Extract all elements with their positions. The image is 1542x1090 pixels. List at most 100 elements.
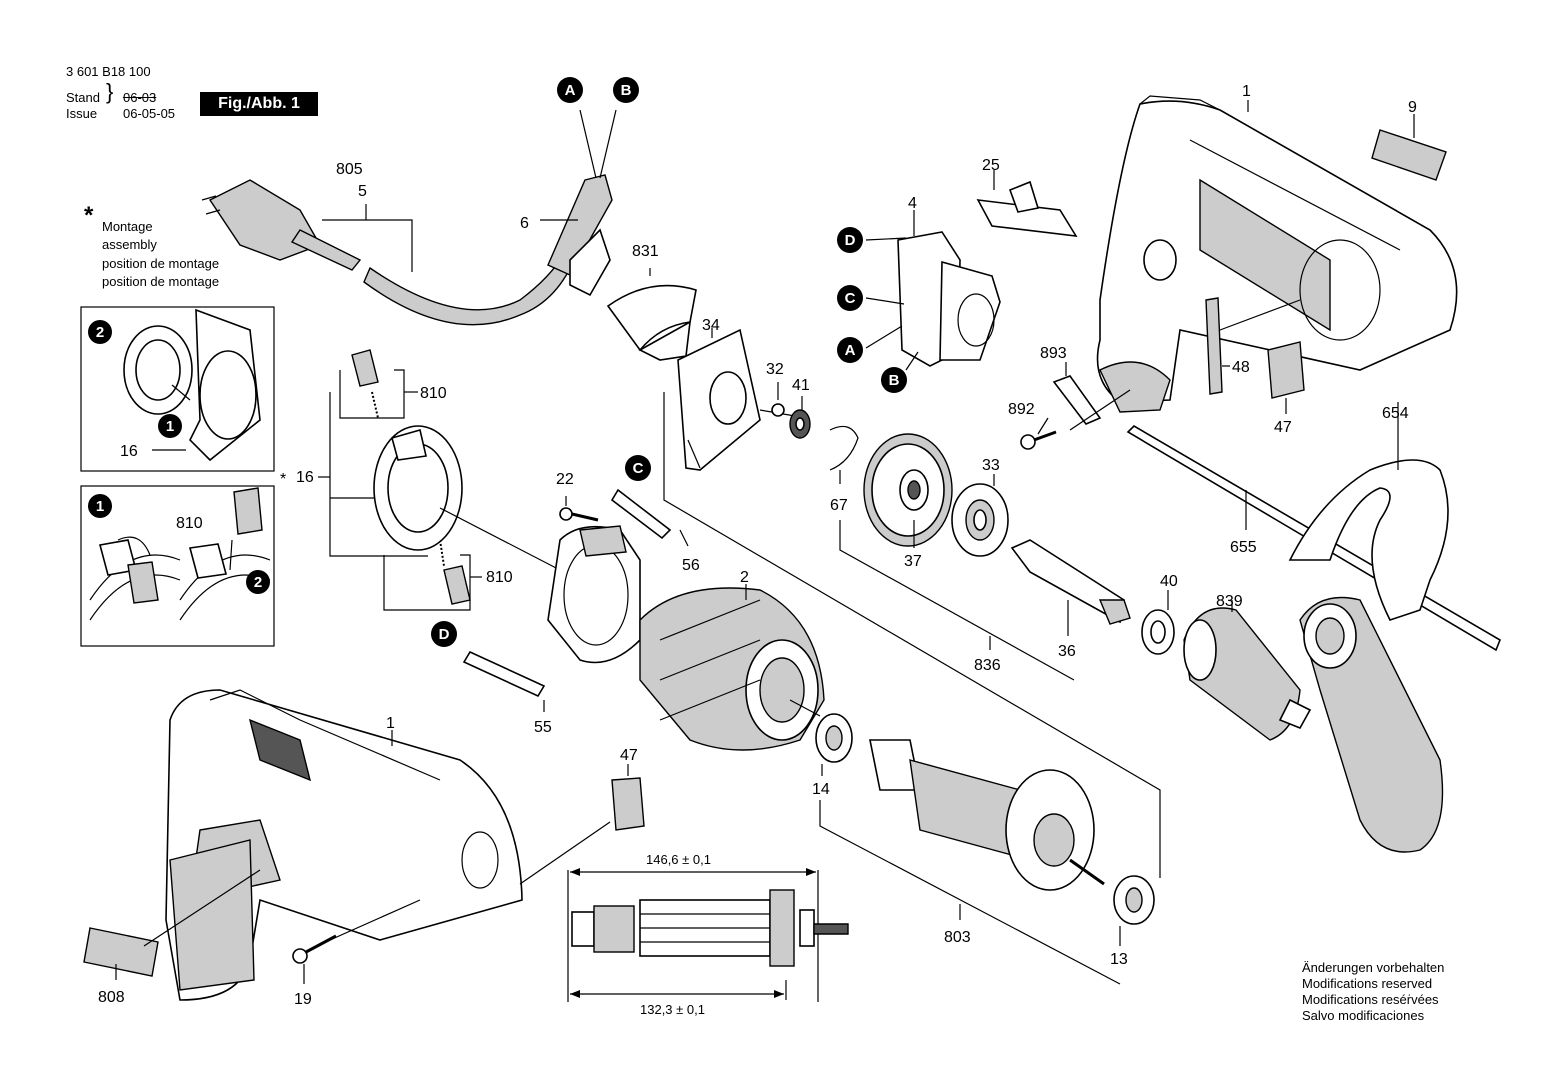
housing-half-1b-drawing [165,689,523,1001]
label-810-b: 810 [486,569,513,586]
stand-value: 06-03 [123,90,157,105]
label-836: 836 [974,657,1001,674]
label-47-top: 47 [1274,419,1292,436]
part-number: 3 601 B18 100 [66,64,151,79]
label-14: 14 [812,781,830,798]
callout-1-inset1: 1 [158,414,182,438]
svg-text:A: A [845,342,856,359]
label-1-bottom: 1 [386,715,395,732]
callout-2-inset2: 2 [246,570,270,594]
label-16-inset: 16 [120,443,138,460]
label-2: 2 [740,569,749,586]
label-41: 41 [792,377,810,394]
stand-label: Stand [66,90,100,105]
label-48: 48 [1232,359,1250,376]
svg-text:2: 2 [254,574,262,591]
lever-893-drawing [1052,375,1102,425]
needle-bearing-41-drawing [789,409,811,439]
armature-803-drawing [869,739,1105,891]
side-handle-654-drawing [1126,424,1501,853]
svg-text:C: C [845,290,856,307]
callout-c-switch: C [837,285,863,311]
modifications-en: Modifications reserved [1302,976,1433,991]
label-654: 654 [1382,405,1409,422]
bearing-13-drawing [1113,875,1155,925]
power-cord-drawing [201,109,617,326]
armature-dimension-drawing [567,868,849,1002]
issue-value: 06-05-05 [123,106,176,121]
housing-half-1-drawing [1096,95,1458,413]
screw-892-drawing [1020,430,1057,450]
label-5: 5 [358,183,367,200]
legend-line-1: Montage [102,219,153,234]
legend-line-3: position de montage [102,256,220,271]
issue-label: Issue [66,106,98,121]
label-37: 37 [904,553,922,570]
svg-text:1: 1 [166,418,174,435]
ring-32-drawing [771,403,785,417]
pad-47b-drawing [611,777,645,831]
label-805: 805 [336,161,363,178]
callout-2-inset1: 2 [88,320,112,344]
label-25: 25 [982,157,1000,174]
label-33: 33 [982,457,1000,474]
bearing-33-drawing [951,483,1009,557]
label-16-star: * [280,471,286,488]
label-16: 16 [296,469,314,486]
screw-19-drawing [292,934,337,964]
label-808: 808 [98,989,125,1006]
terminal-55-drawing [462,650,546,698]
legend-line-2: assembly [102,237,157,252]
callout-b-top: B [613,77,639,103]
callout-a-top: A [557,77,583,103]
gear-37-drawing [863,433,953,547]
svg-text:D: D [845,232,856,249]
brush-frame-drawing [547,525,641,664]
label-4: 4 [908,195,917,212]
label-34: 34 [702,317,720,334]
label-808-drawing [83,927,159,977]
svg-text:D: D [439,626,450,643]
inset-box-brush [80,485,275,647]
label-19: 19 [294,991,312,1008]
callout-b-switch: B [881,367,907,393]
svg-text:B: B [621,82,632,99]
inset-brush-drawing [89,487,271,621]
circlip-67-drawing [829,425,859,471]
brace-icon: } [106,79,114,104]
modifications-fr: Modifications reséṙvées [1302,992,1439,1007]
pad-47-drawing [1267,341,1305,399]
carbon-brushes-drawing [351,349,471,605]
cover-831-drawing [606,284,697,361]
callout-c-terminal: C [625,455,651,481]
svg-text:2: 2 [96,324,104,341]
legend-line-4: position de montage [102,274,220,289]
label-831: 831 [632,243,659,260]
chuck-839-drawing [1183,607,1312,741]
dimension-top: 146,6 ± 0,1 [646,852,711,867]
label-9: 9 [1408,99,1417,116]
svg-text:A: A [565,82,576,99]
callout-d-switch: D [837,227,863,253]
spindle-36-drawing [1010,539,1131,625]
bearing-14-drawing [815,713,853,763]
stator-2-drawing [639,587,825,751]
figure-tag: Fig./Abb. 1 [200,92,318,116]
modifications-note: Änderungen vorbehalten Modifications res… [1302,960,1444,1024]
label-839: 839 [1216,593,1243,610]
svg-text:1: 1 [96,498,104,515]
label-6: 6 [520,215,529,232]
slider-25-drawing [976,180,1078,237]
label-810-a: 810 [420,385,447,402]
switch-4-drawing [897,231,1001,367]
label-55: 55 [534,719,552,736]
callout-1-inset2: 1 [88,494,112,518]
label-9-drawing [1371,129,1447,181]
label-655: 655 [1230,539,1257,556]
legend-symbol: * [84,202,94,229]
callout-d-terminal: D [431,621,457,647]
svg-text:C: C [633,460,644,477]
inset-box-brush-holder [80,306,275,472]
